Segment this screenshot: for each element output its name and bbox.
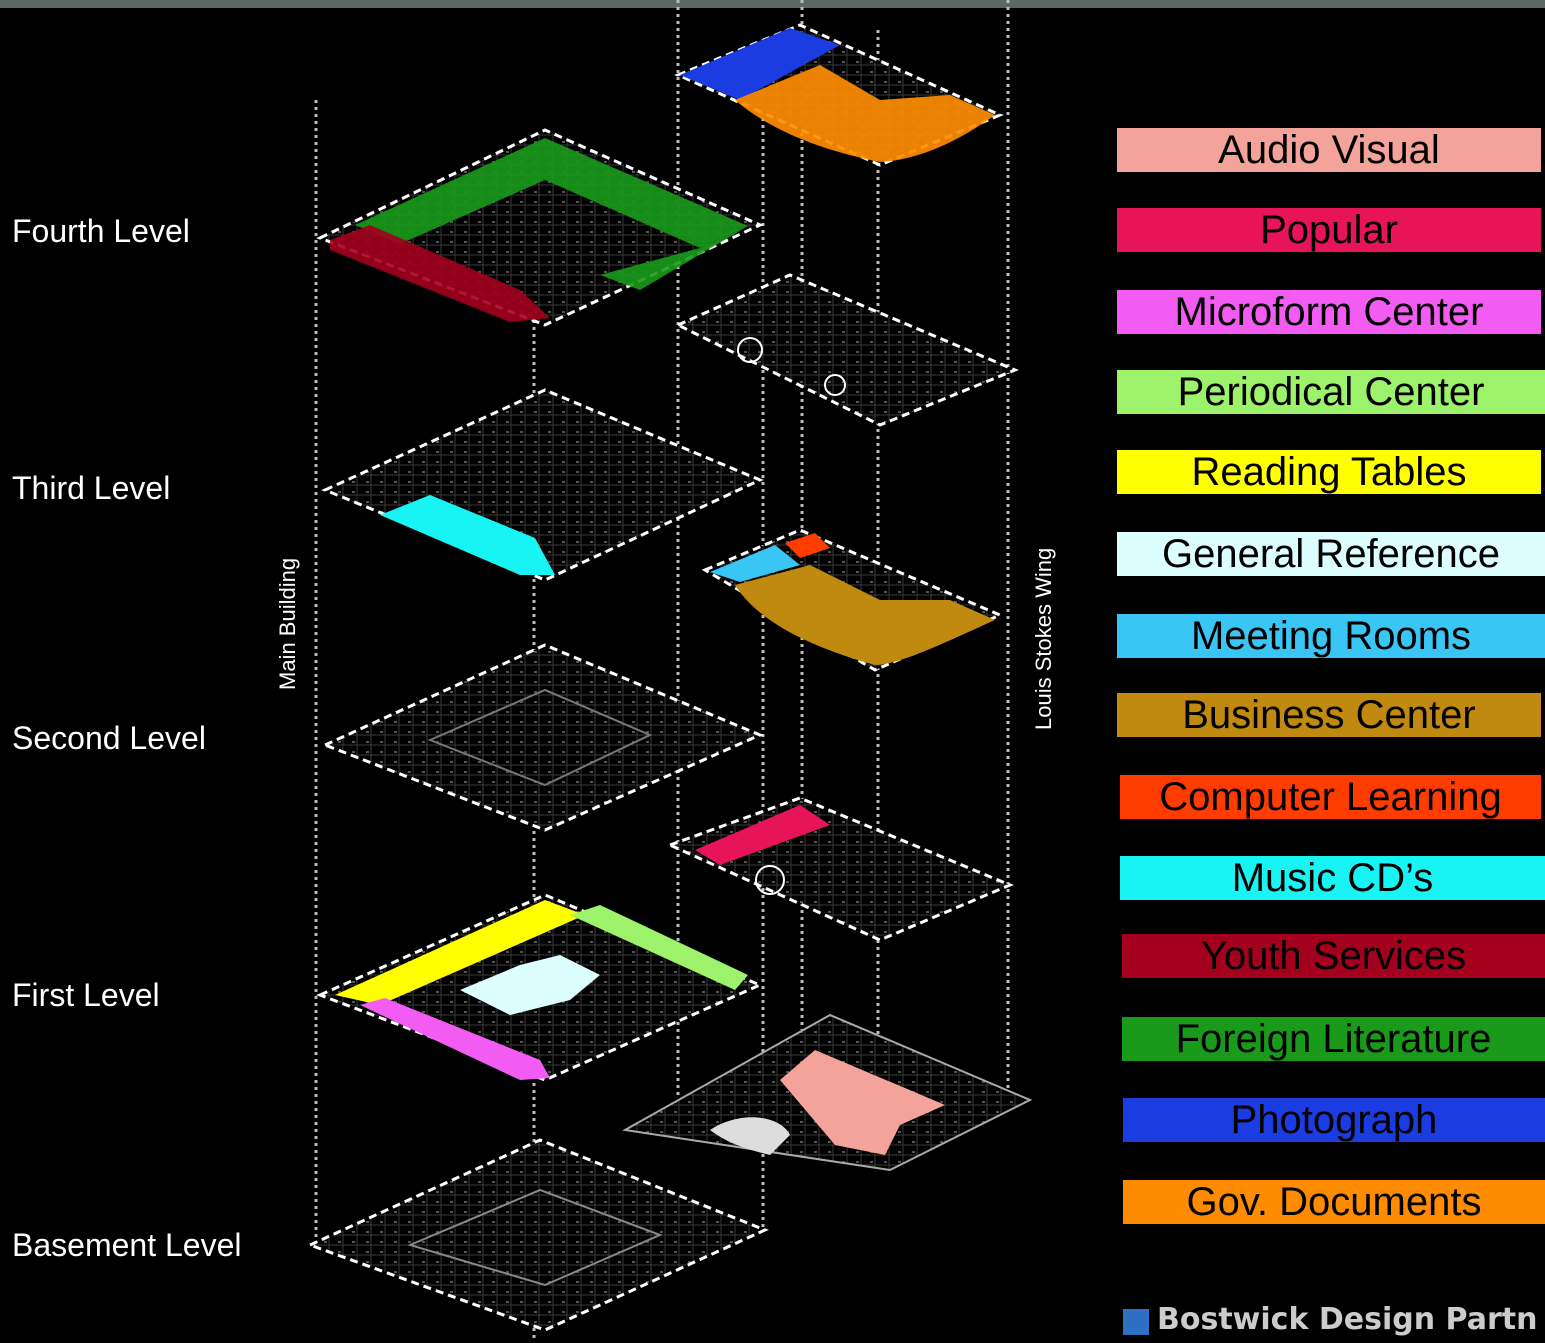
legend-foreign-literature: Foreign Literature xyxy=(1122,1017,1545,1061)
floor-third-wing-plan xyxy=(674,273,1019,427)
audio-visual-zone xyxy=(780,1050,945,1155)
legend-gov-documents: Gov. Documents xyxy=(1123,1180,1545,1224)
isometric-floor-plan-diagram xyxy=(306,0,1033,1340)
main-building-label: Main Building xyxy=(275,557,300,690)
floor-second-main xyxy=(321,643,764,832)
music-cds-zone xyxy=(380,495,555,575)
legend-periodical-center: Periodical Center xyxy=(1117,370,1545,414)
floor-third-main xyxy=(321,388,764,582)
reading-tables-zone xyxy=(335,900,585,1005)
floor-second-wing xyxy=(701,528,1004,672)
legend-microform-center: Microform Center xyxy=(1117,290,1541,334)
gov-documents-zone xyxy=(735,65,995,162)
floor-first-wing xyxy=(666,796,1014,942)
level-label-basement: Basement Level xyxy=(12,1227,242,1263)
floor-fourth-wing xyxy=(674,23,1004,167)
popular-zone xyxy=(695,805,830,865)
youth-services-zone xyxy=(330,225,550,322)
legend-music-cds: Music CD’s xyxy=(1120,856,1545,900)
periodical-center-zone xyxy=(570,905,748,990)
legend-computer-learning: Computer Learning xyxy=(1120,775,1541,819)
legend-general-reference: General Reference xyxy=(1117,532,1545,576)
bostwick-logo: Bostwick Design Partn xyxy=(1123,1300,1545,1343)
legend-audio-visual: Audio Visual xyxy=(1117,128,1541,172)
floor-fourth-main xyxy=(316,128,764,327)
logo-icon xyxy=(1123,1309,1149,1335)
floor-basement-main xyxy=(306,1138,769,1332)
legend-youth-services: Youth Services xyxy=(1122,934,1545,978)
floor-first-main xyxy=(316,893,764,1082)
level-label-second: Second Level xyxy=(12,720,206,756)
legend-meeting-rooms: Meeting Rooms xyxy=(1117,614,1545,658)
floor-basement-wing xyxy=(621,1013,1033,1172)
meeting-rooms-zone xyxy=(710,545,800,582)
top-bar xyxy=(0,0,1545,8)
general-reference-zone xyxy=(460,955,600,1015)
photograph-zone xyxy=(680,28,840,100)
logo-text: Bostwick Design Partn xyxy=(1157,1302,1538,1337)
legend-business-center: Business Center xyxy=(1117,693,1541,737)
louis-stokes-wing-label: Louis Stokes Wing xyxy=(1031,547,1056,730)
foreign-literature-zone xyxy=(355,138,748,248)
business-center-zone xyxy=(735,565,995,665)
computer-learning-zone xyxy=(785,533,830,558)
legend-reading-tables: Reading Tables xyxy=(1117,450,1541,494)
legend-popular: Popular xyxy=(1117,208,1541,252)
legend-photograph: Photograph xyxy=(1123,1098,1545,1142)
level-label-first: First Level xyxy=(12,977,160,1013)
level-label-third: Third Level xyxy=(12,470,171,506)
microform-center-zone xyxy=(360,998,550,1080)
level-label-fourth: Fourth Level xyxy=(12,213,190,249)
